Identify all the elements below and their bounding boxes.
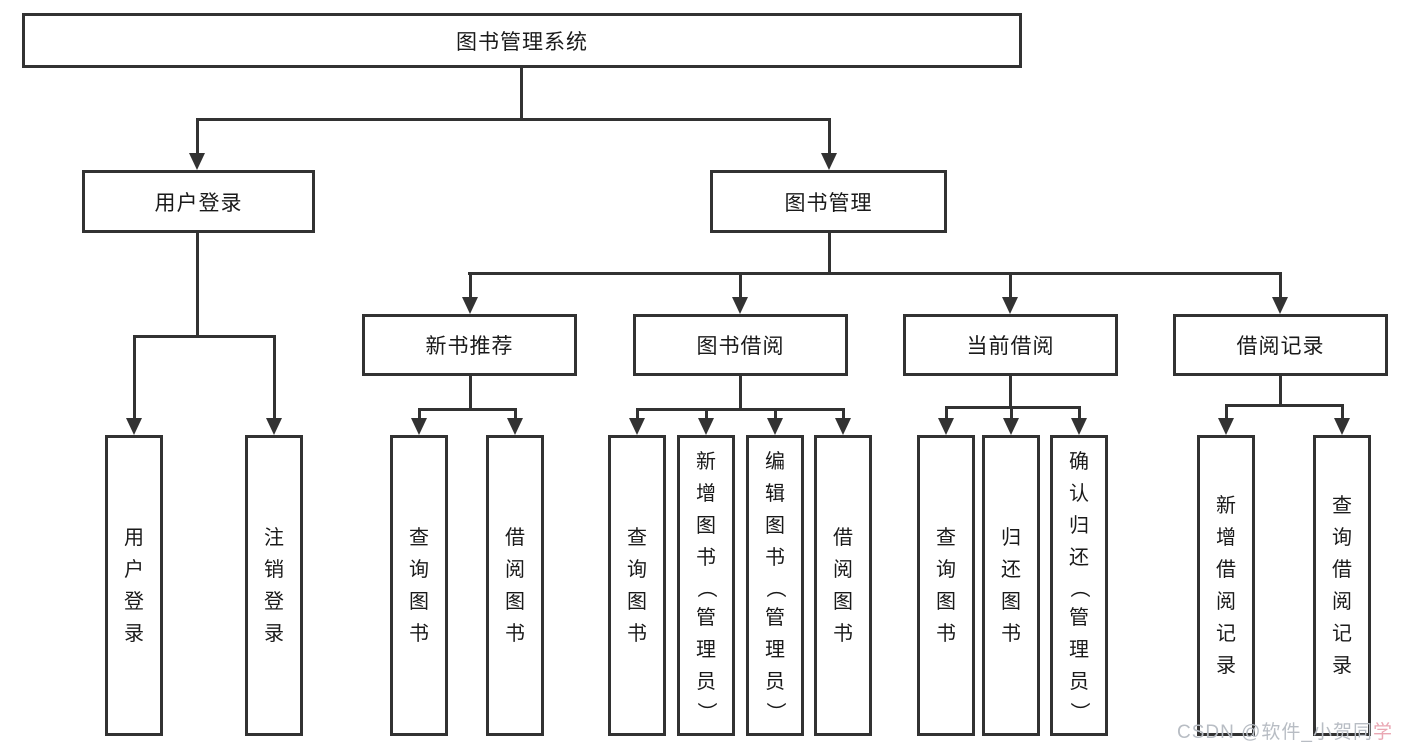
- connector-vline: [1341, 404, 1344, 419]
- node-book-borrowing-label: 图书借阅: [696, 335, 785, 358]
- arrow-down-icon: [1003, 418, 1019, 435]
- connector-vline: [469, 376, 472, 411]
- connector-vline: [1279, 272, 1282, 298]
- arrow-down-icon: [462, 297, 478, 314]
- connector-vline: [196, 118, 199, 155]
- connector-vline: [196, 233, 199, 338]
- connector-vline: [273, 335, 276, 419]
- node-new-book-recommendation: 新书推荐: [362, 314, 577, 376]
- node-book-management: 图书管理: [710, 170, 947, 233]
- leaf-borrow-books-recommend-label: 借阅图书: [505, 526, 525, 645]
- node-current-borrowing: 当前借阅: [903, 314, 1118, 376]
- connector-hline: [468, 272, 1282, 275]
- arrow-down-icon: [767, 418, 783, 435]
- leaf-query-books-current-label: 查询图书: [936, 526, 956, 645]
- connector-vline: [739, 376, 742, 411]
- connector-vline: [1078, 406, 1081, 419]
- arrow-down-icon: [126, 418, 142, 435]
- connector-vline: [1010, 406, 1013, 419]
- leaf-logout-label: 注销登录: [264, 526, 284, 645]
- connector-vline: [1009, 376, 1012, 409]
- leaf-add-borrow-record-label: 新增借阅记录: [1216, 494, 1236, 677]
- leaf-confirm-return-admin-label: 确认归还（管理员）: [1068, 450, 1090, 722]
- node-user-login-label: 用户登录: [154, 191, 243, 215]
- connector-hline: [636, 408, 844, 411]
- arrow-down-icon: [1334, 418, 1350, 435]
- connector-vline: [739, 272, 742, 298]
- connector-hline: [1225, 404, 1343, 407]
- watermark-text-suffix: 学: [1372, 722, 1393, 743]
- leaf-borrow-books-borrowing: 借阅图书: [814, 435, 872, 736]
- node-book-management-label: 图书管理: [784, 191, 873, 215]
- connector-vline: [774, 408, 777, 419]
- arrow-down-icon: [1272, 297, 1288, 314]
- leaf-borrow-books-recommend: 借阅图书: [486, 435, 544, 736]
- arrow-down-icon: [698, 418, 714, 435]
- leaf-query-books-borrowing-label: 查询图书: [627, 526, 647, 645]
- arrow-down-icon: [821, 153, 837, 170]
- node-library-system-label: 图书管理系统: [456, 30, 588, 54]
- leaf-query-borrow-record: 查询借阅记录: [1313, 435, 1371, 736]
- arrow-down-icon: [629, 418, 645, 435]
- connector-hline: [196, 118, 830, 121]
- leaf-return-books-label: 归还图书: [1001, 526, 1021, 645]
- node-current-borrowing-label: 当前借阅: [966, 335, 1055, 358]
- arrow-down-icon: [266, 418, 282, 435]
- leaf-edit-book-admin: 编辑图书（管理员）: [746, 435, 804, 736]
- leaf-confirm-return-admin: 确认归还（管理员）: [1050, 435, 1108, 736]
- connector-vline: [705, 408, 708, 419]
- connector-vline: [1009, 272, 1012, 298]
- arrow-down-icon: [1071, 418, 1087, 435]
- node-library-system: 图书管理系统: [22, 13, 1022, 68]
- arrow-down-icon: [189, 153, 205, 170]
- connector-vline: [1225, 404, 1228, 419]
- connector-vline: [133, 335, 136, 419]
- leaf-query-books-recommend-label: 查询图书: [409, 526, 429, 645]
- arrow-down-icon: [507, 418, 523, 435]
- node-user-login: 用户登录: [82, 170, 315, 233]
- leaf-user-login: 用户登录: [105, 435, 163, 736]
- arrow-down-icon: [938, 418, 954, 435]
- leaf-logout: 注销登录: [245, 435, 303, 736]
- connector-hline: [418, 408, 516, 411]
- connector-vline: [828, 118, 831, 155]
- leaf-add-book-admin: 新增图书（管理员）: [677, 435, 735, 736]
- arrow-down-icon: [835, 418, 851, 435]
- leaf-query-books-current: 查询图书: [917, 435, 975, 736]
- node-borrowing-records-label: 借阅记录: [1236, 335, 1325, 358]
- arrow-down-icon: [1002, 297, 1018, 314]
- connector-vline: [520, 68, 523, 121]
- leaf-user-login-label: 用户登录: [124, 526, 144, 645]
- watermark: CSDN @软件_小贺同学: [1177, 717, 1393, 744]
- connector-hline: [133, 335, 275, 338]
- watermark-text: CSDN @软件_小贺同: [1177, 722, 1373, 743]
- leaf-add-borrow-record: 新增借阅记录: [1197, 435, 1255, 736]
- arrow-down-icon: [1218, 418, 1234, 435]
- connector-vline: [1279, 376, 1282, 407]
- node-book-borrowing: 图书借阅: [633, 314, 848, 376]
- connector-vline: [828, 233, 831, 275]
- leaf-query-books-borrowing: 查询图书: [608, 435, 666, 736]
- connector-vline: [418, 408, 421, 419]
- arrow-down-icon: [411, 418, 427, 435]
- connector-vline: [514, 408, 517, 419]
- connector-vline: [636, 408, 639, 419]
- leaf-query-books-recommend: 查询图书: [390, 435, 448, 736]
- connector-vline: [842, 408, 845, 419]
- node-new-book-recommendation-label: 新书推荐: [425, 335, 514, 358]
- connector-vline: [469, 272, 472, 298]
- arrow-down-icon: [732, 297, 748, 314]
- leaf-edit-book-admin-label: 编辑图书（管理员）: [764, 450, 786, 722]
- connector-vline: [945, 406, 948, 419]
- node-borrowing-records: 借阅记录: [1173, 314, 1388, 376]
- leaf-query-borrow-record-label: 查询借阅记录: [1332, 494, 1352, 677]
- leaf-borrow-books-borrowing-label: 借阅图书: [833, 526, 853, 645]
- leaf-add-book-admin-label: 新增图书（管理员）: [695, 450, 717, 722]
- leaf-return-books: 归还图书: [982, 435, 1040, 736]
